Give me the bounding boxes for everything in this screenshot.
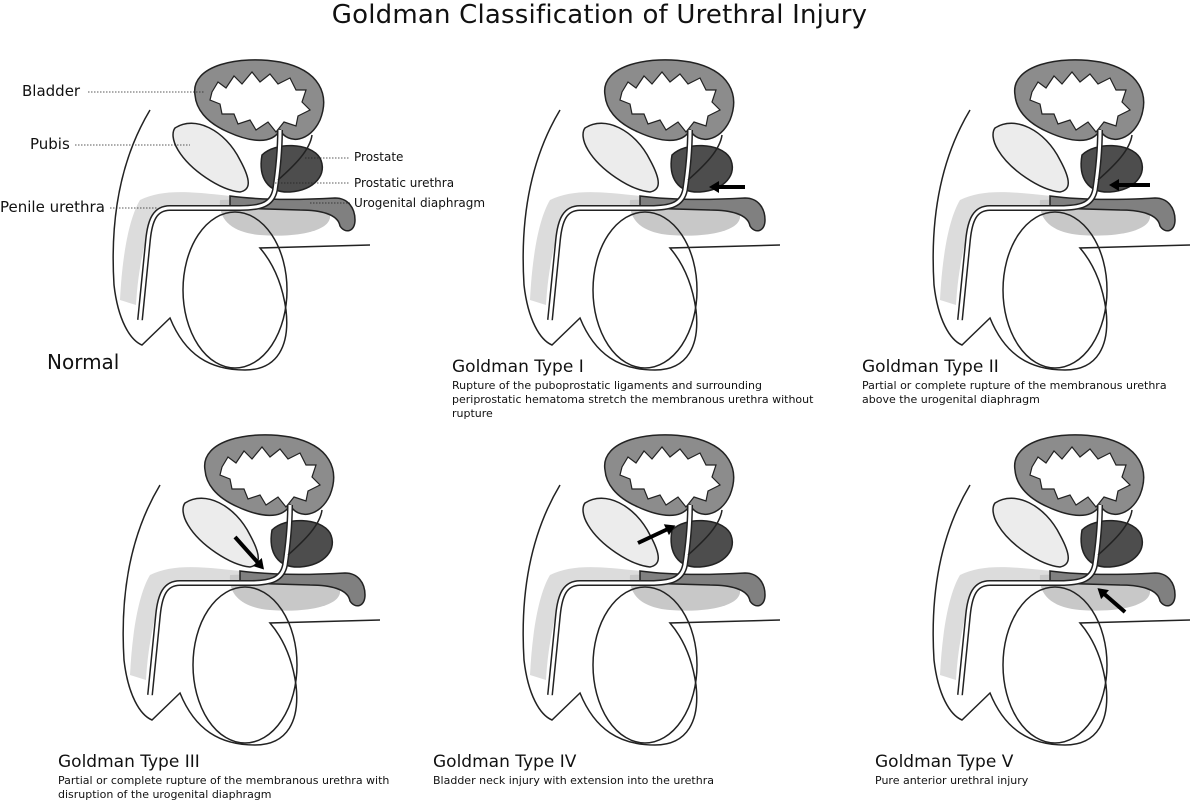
label-bladder: Bladder: [22, 82, 81, 100]
urethra-lumen: [138, 129, 282, 321]
caption-type3: Goldman Type III Partial or complete rup…: [58, 752, 408, 802]
anatomy-diagram-type5: [932, 434, 1191, 746]
injury-arrow-head: [1109, 179, 1119, 191]
anatomy-group: [522, 59, 781, 371]
injury-arrow-shaft: [233, 535, 262, 567]
urethra-lumen: [548, 504, 692, 696]
ejaculatory-duct: [1097, 134, 1133, 181]
anatomy-group: [112, 59, 371, 371]
ejaculatory-duct: [277, 134, 313, 181]
scrotum: [1002, 586, 1108, 744]
pubis-shape: [182, 497, 259, 568]
scrotum: [182, 211, 288, 369]
caption-type1: Goldman Type I Rupture of the puboprosta…: [452, 357, 832, 421]
panel-type5: [920, 425, 1199, 755]
bladder-lumen: [1029, 446, 1132, 508]
body-outline: [122, 484, 381, 746]
injury-arrow-head: [709, 181, 719, 193]
panel-description: Partial or complete rupture of the membr…: [862, 379, 1167, 406]
panel-title: Goldman Type III: [58, 752, 200, 772]
urethra-lumen: [548, 129, 692, 321]
label-penile-urethra: Penile urethra: [0, 198, 105, 216]
panel-title: Goldman Type IV: [433, 752, 577, 772]
pubis-shape: [992, 497, 1069, 568]
body-outline: [522, 484, 781, 746]
anatomy-group: [932, 59, 1191, 371]
prostate-shape: [670, 519, 733, 568]
panel-description: Partial or complete rupture of the membr…: [58, 774, 390, 801]
anatomy-diagram-type3: [122, 434, 381, 746]
panel-type2: [920, 50, 1199, 380]
pubis-shape: [992, 122, 1069, 193]
injury-arrow-head: [1097, 588, 1109, 600]
panel-title: Goldman Type I: [452, 357, 584, 377]
anatomy-group: [932, 434, 1191, 746]
pubis-shape: [172, 122, 249, 193]
panel-type3: [110, 425, 390, 755]
ejaculatory-duct: [1097, 509, 1133, 556]
panel-normal: Bladder Pubis Penile urethra Prostate Pr…: [0, 50, 485, 380]
panel-title: Normal: [47, 350, 120, 374]
injury-arrow-shaft: [1100, 590, 1127, 614]
figure-title: Goldman Classification of Urethral Injur…: [331, 0, 868, 30]
anatomy-diagram-normal: [75, 59, 371, 371]
prostate-shape: [270, 519, 333, 568]
pubis-shape: [582, 122, 659, 193]
caption-type2: Goldman Type II Partial or complete rupt…: [862, 357, 1182, 407]
scrotum: [192, 586, 298, 744]
scrotum: [592, 211, 698, 369]
caption-normal: Normal: [47, 352, 119, 372]
panel-description: Rupture of the puboprostatic ligaments a…: [452, 379, 814, 420]
body-outline: [932, 484, 1191, 746]
anatomy-diagram-type4: [522, 434, 781, 746]
body-outline: [932, 109, 1191, 371]
injury-arrow-head: [663, 524, 676, 536]
body-outline: [522, 109, 781, 371]
ejaculatory-duct: [687, 134, 723, 181]
label-prostate: Prostate: [354, 150, 404, 164]
anatomy-group: [122, 434, 381, 746]
scrotum: [1002, 211, 1108, 369]
caption-type5: Goldman Type V Pure anterior urethral in…: [875, 752, 1175, 788]
panel-title: Goldman Type V: [875, 752, 1014, 772]
bladder-lumen: [619, 71, 722, 133]
ejaculatory-duct: [687, 509, 723, 556]
label-prostatic-urethra: Prostatic urethra: [354, 176, 455, 190]
panel-type4: [510, 425, 790, 755]
label-urogenital-diaphragm: Urogenital diaphragm: [354, 196, 486, 210]
label-leaders: [75, 91, 350, 209]
ejaculatory-duct: [287, 509, 323, 556]
anatomy-diagram-type2: [932, 59, 1191, 371]
panel-type1: [510, 50, 790, 380]
bladder-lumen: [619, 446, 722, 508]
caption-type4: Goldman Type IV Bladder neck injury with…: [433, 752, 763, 788]
anatomy-diagram-type1: [522, 59, 781, 371]
urethra-lumen: [958, 504, 1102, 696]
scrotum: [592, 586, 698, 744]
bladder-lumen: [219, 446, 322, 508]
prostate-shape: [260, 144, 323, 193]
label-pubis: Pubis: [30, 135, 70, 153]
prostate-shape: [1080, 519, 1143, 568]
panel-title: Goldman Type II: [862, 357, 999, 377]
urethra-lumen: [958, 129, 1102, 321]
injury-arrow-head: [252, 558, 264, 570]
panel-description: Pure anterior urethral injury: [875, 774, 1029, 787]
urethra-lumen: [148, 504, 292, 696]
bladder-lumen: [1029, 71, 1132, 133]
anatomy-group: [522, 434, 781, 746]
injury-arrow-shaft: [637, 526, 671, 545]
bladder-lumen: [209, 71, 312, 133]
body-outline: [112, 109, 371, 371]
panel-description: Bladder neck injury with extension into …: [433, 774, 714, 787]
pubis-shape: [582, 497, 659, 568]
